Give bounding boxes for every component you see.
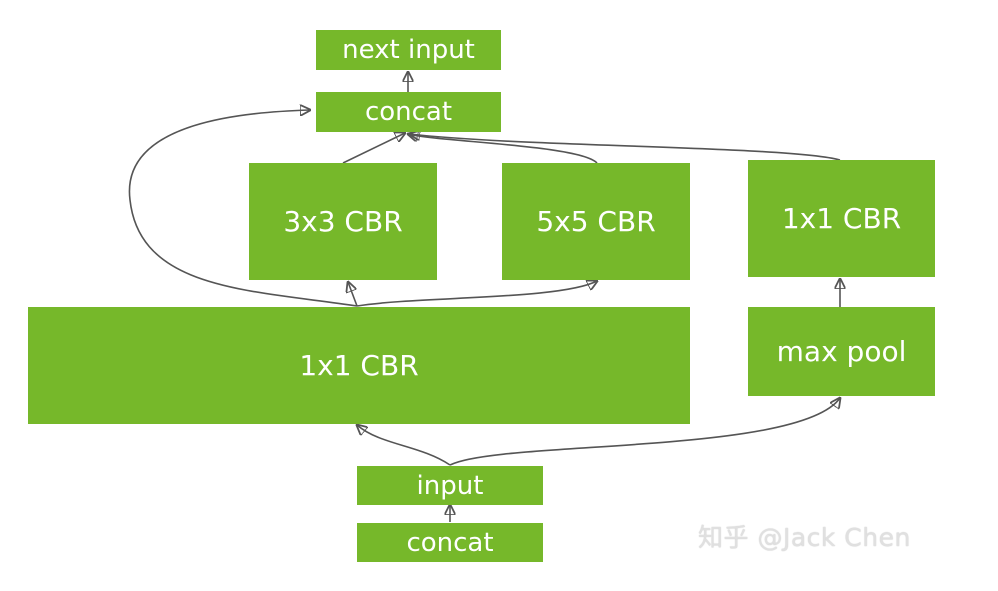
conv3x3-label: 3x3 CBR [283, 205, 403, 238]
concat-top-label: concat [364, 97, 453, 127]
max-pool-box: max pool [748, 307, 935, 396]
arrow-3x3-to-concat [342, 133, 405, 164]
input-box: input [357, 466, 543, 505]
arrow-input-to-maxpool [449, 398, 840, 466]
conv1x1-right-label: 1x1 CBR [781, 202, 902, 235]
input-label: input [416, 470, 484, 501]
concat-top-box: concat [316, 92, 501, 132]
arrow-1x1r-to-concat [410, 134, 841, 161]
arrow-1x1-to-5x5 [356, 281, 597, 307]
arrow-input-to-1x1 [357, 425, 451, 466]
next-input-label: next input [342, 35, 475, 65]
max-pool-label: max pool [776, 335, 907, 368]
conv3x3-box: 3x3 CBR [249, 163, 437, 280]
conv1x1-right-box: 1x1 CBR [748, 160, 935, 277]
watermark-text: 知乎 @Jack Chen [698, 523, 911, 552]
arrow-5x5-to-concat [408, 134, 598, 164]
concat-bottom-box: concat [357, 523, 543, 562]
concat-bottom-label: concat [406, 527, 494, 558]
conv5x5-label: 5x5 CBR [536, 205, 656, 238]
conv5x5-box: 5x5 CBR [502, 163, 690, 280]
arrow-1x1-to-3x3 [348, 282, 358, 307]
conv1x1-main-box: 1x1 CBR [28, 307, 690, 424]
arrow-1x1-to-concat-skip [128, 110, 358, 307]
conv1x1-main-label: 1x1 CBR [299, 349, 419, 382]
next-input-box: next input [316, 30, 501, 70]
